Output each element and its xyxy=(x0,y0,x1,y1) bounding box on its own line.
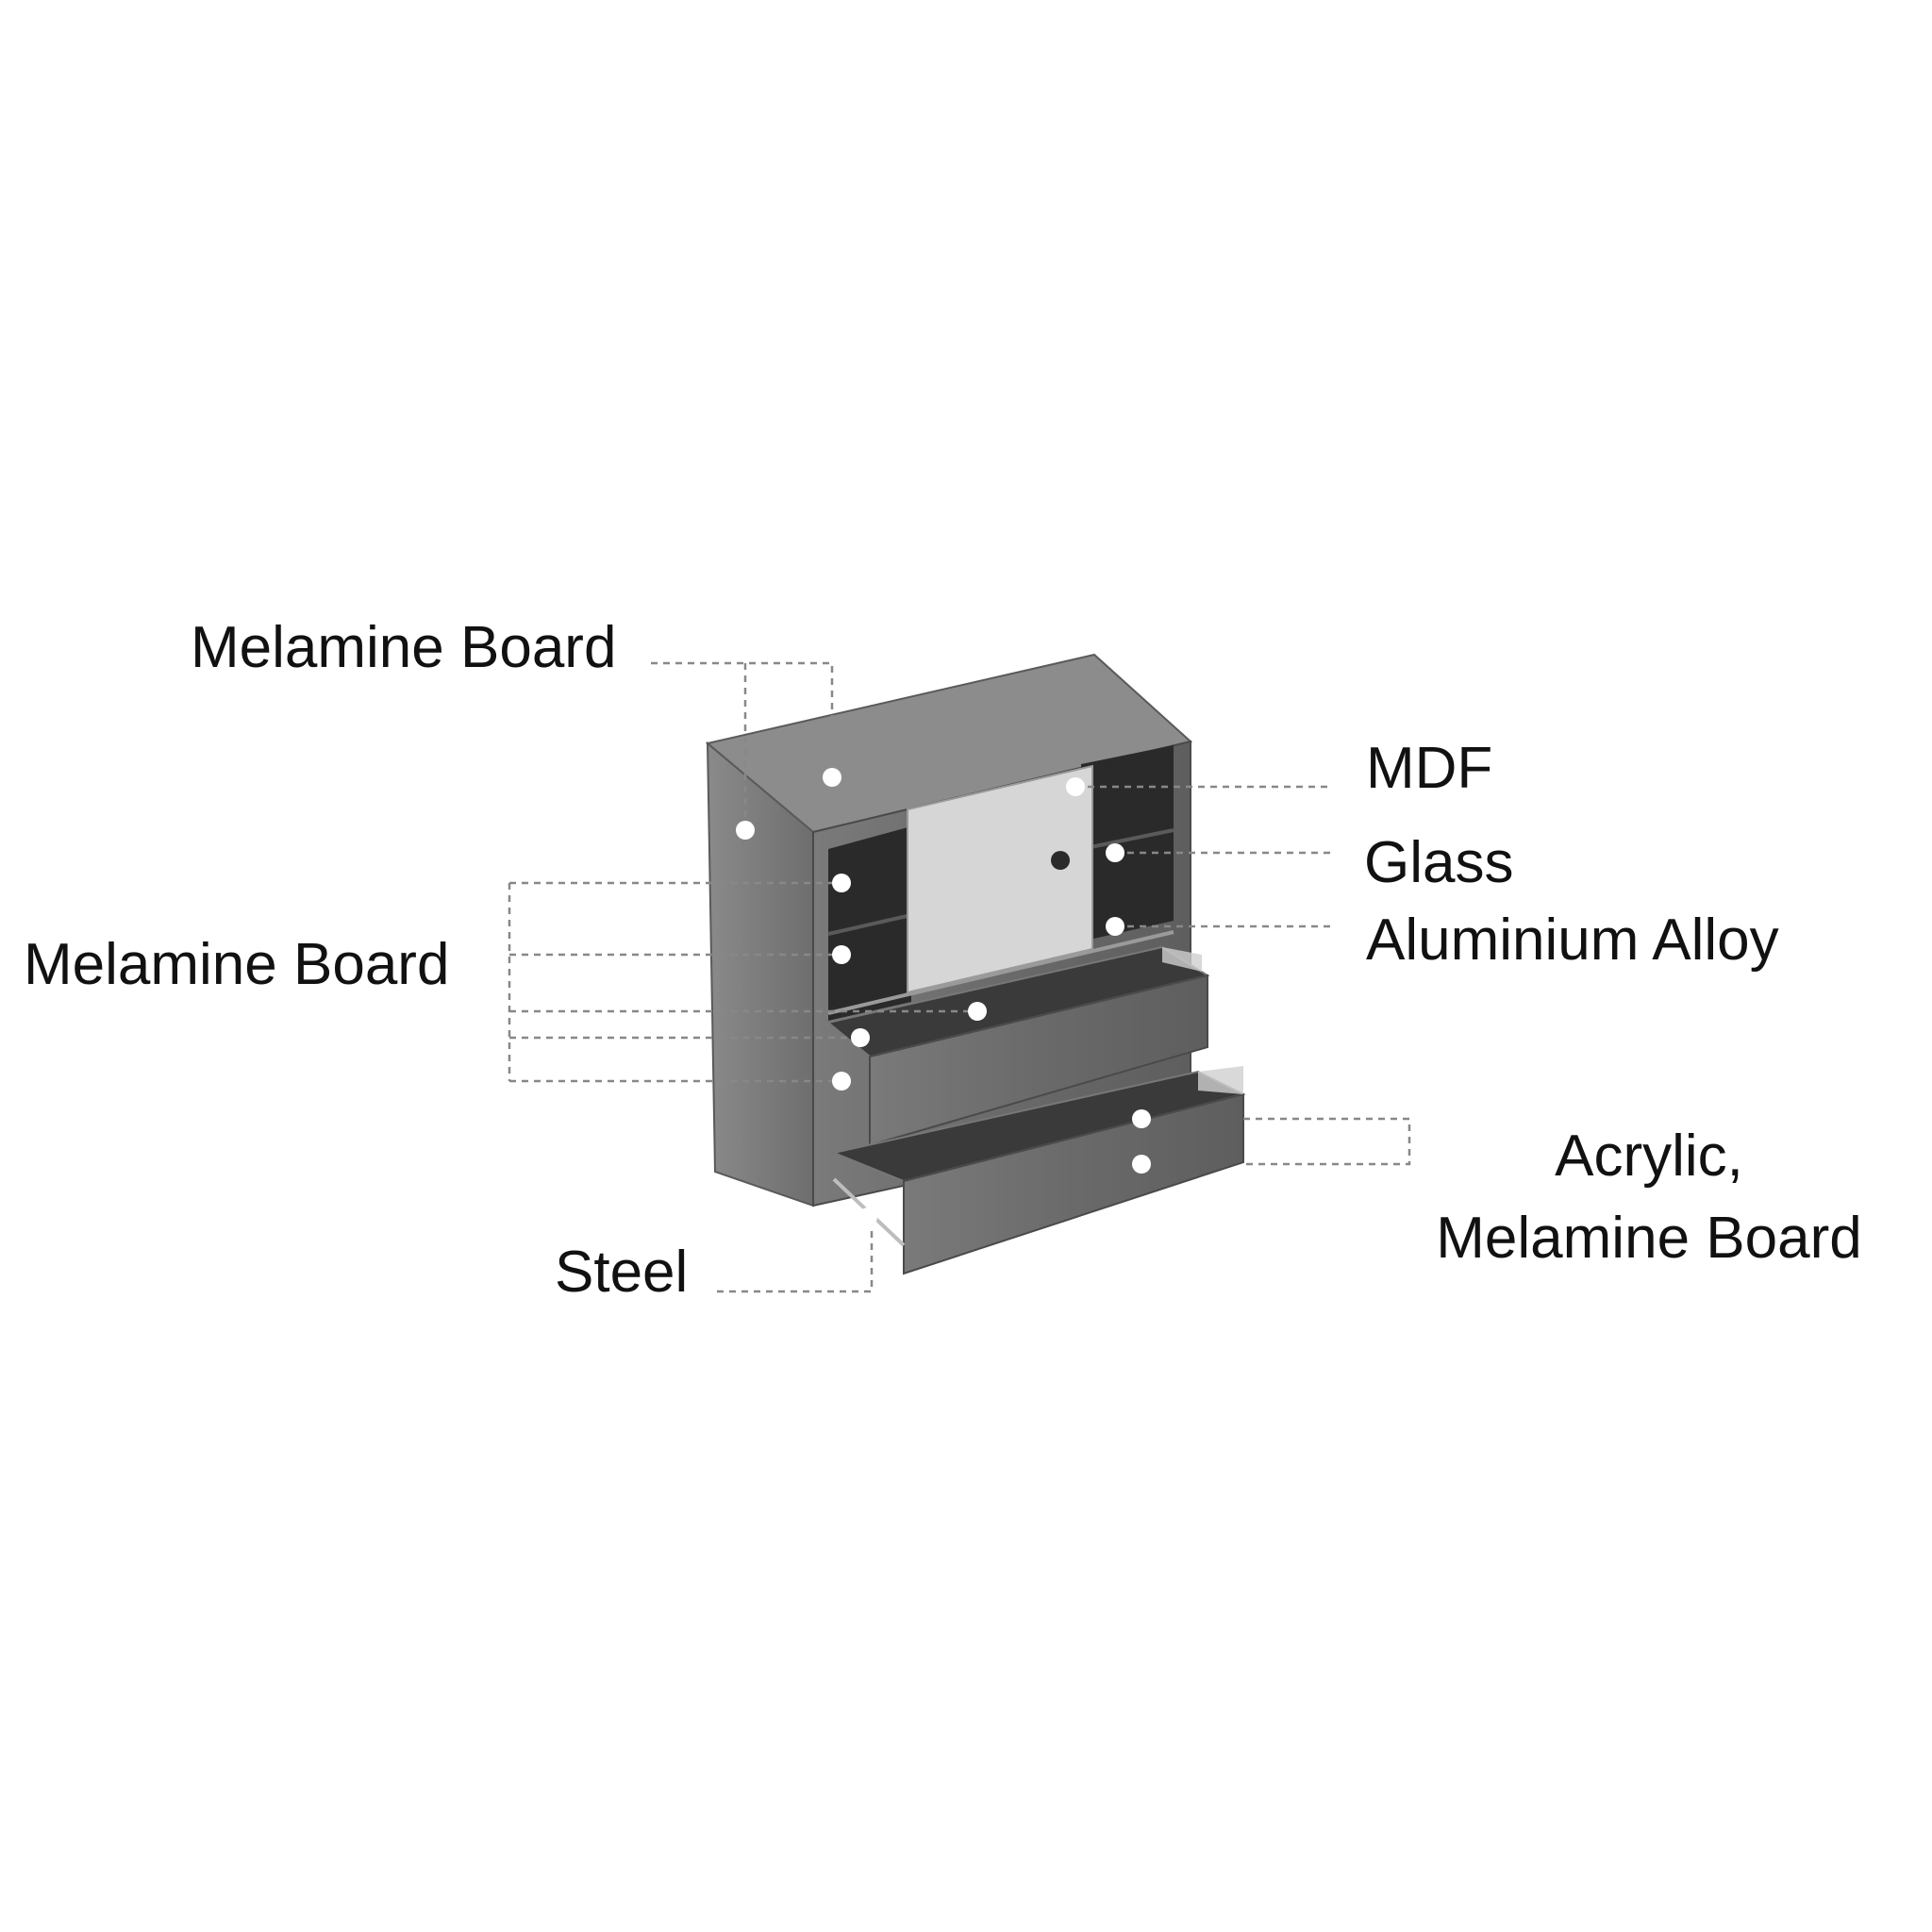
marker-dot xyxy=(832,1072,851,1091)
markers xyxy=(736,768,1151,1226)
marker-dot xyxy=(832,874,851,892)
marker-dot xyxy=(968,1002,987,1021)
aluminium-rail xyxy=(827,930,1174,1015)
label-acrylic-melamine: Acrylic, Melamine Board xyxy=(1432,1116,1866,1280)
label-aluminium-alloy: Aluminium Alloy xyxy=(1366,908,1779,973)
marker-dot xyxy=(1132,1155,1151,1174)
label-mdf: MDF xyxy=(1366,736,1493,801)
label-melamine-board-top: Melamine Board xyxy=(191,615,617,680)
marker-dot xyxy=(1106,843,1124,862)
marker-dot xyxy=(1132,1109,1151,1128)
label-steel: Steel xyxy=(555,1240,689,1305)
marker-dot xyxy=(832,945,851,964)
leader-lines xyxy=(508,661,1411,1293)
label-melamine-board-left: Melamine Board xyxy=(24,932,450,997)
label-acrylic-line2: Melamine Board xyxy=(1436,1205,1862,1271)
leader-acrylic xyxy=(1243,1117,1411,1166)
glass-sliding-door xyxy=(907,764,1093,994)
label-glass: Glass xyxy=(1364,830,1514,895)
marker-dot xyxy=(851,1028,870,1047)
marker-dot xyxy=(1066,777,1085,796)
door-handle-icon xyxy=(1051,851,1070,870)
leader-melamine-top xyxy=(651,661,834,717)
marker-dot xyxy=(858,1208,877,1226)
label-acrylic-line1: Acrylic, xyxy=(1555,1124,1743,1189)
marker-dot xyxy=(823,768,841,787)
drawer-top-acrylic xyxy=(1162,947,1202,972)
interior-shelf-right xyxy=(1080,828,1174,851)
cabinet-interior-right xyxy=(1081,745,1174,941)
marker-dot xyxy=(736,821,755,840)
drawer-bottom-acrylic xyxy=(1198,1066,1243,1094)
drawer-top-front xyxy=(869,974,1208,1147)
marker-dot xyxy=(1106,917,1124,936)
leader-steel xyxy=(717,1217,874,1293)
interior-shelf-left xyxy=(827,913,912,936)
